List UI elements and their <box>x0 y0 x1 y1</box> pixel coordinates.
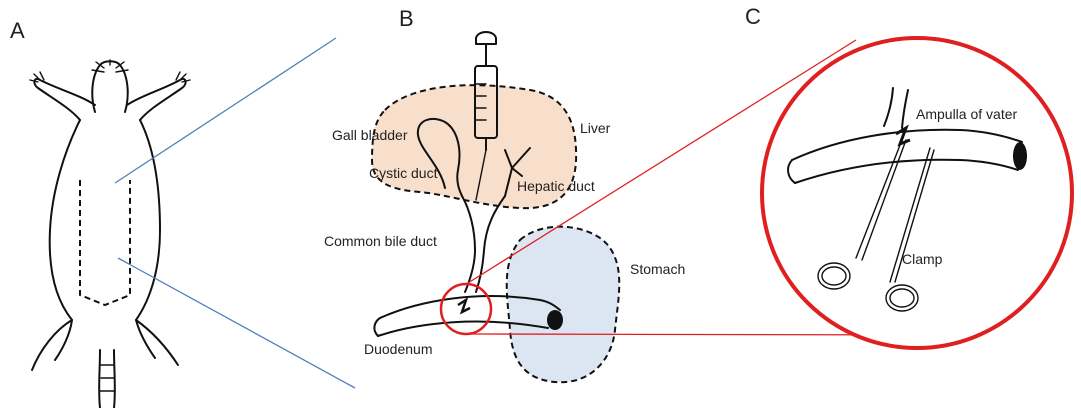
mouse-left-forelimb <box>34 79 95 120</box>
common-bile-duct-left-wall <box>462 196 475 292</box>
label-clamp: Clamp <box>902 251 943 267</box>
label-ampulla-of-vater: Ampulla of vater <box>916 106 1017 122</box>
duodenum-magnified-lumen <box>1013 142 1027 170</box>
mouse-right-hindlimb <box>136 320 178 365</box>
label-liver: Liver <box>580 120 611 136</box>
duodenum-lumen <box>547 310 563 330</box>
label-hepatic-duct: Hepatic duct <box>517 178 595 194</box>
panel-c-letter: C <box>745 4 761 29</box>
panel-a-letter: A <box>10 18 25 43</box>
panel-b: B Gall bladder Liver Cys <box>324 6 685 382</box>
common-bile-duct-right-wall <box>476 196 505 292</box>
zoom-line-a-top <box>115 38 336 183</box>
mouse-body-outline <box>30 60 190 408</box>
label-gall-bladder: Gall bladder <box>332 127 408 143</box>
label-cystic-duct: Cystic duct <box>369 165 438 181</box>
duodenum-end <box>374 318 380 336</box>
mouse-whiskers <box>92 60 128 72</box>
mouse-right-forelimb <box>127 79 186 120</box>
mouse-torso-right <box>136 120 160 320</box>
panel-a: A <box>10 18 190 408</box>
panel-b-letter: B <box>399 6 414 31</box>
mouse-torso-left <box>50 120 80 320</box>
ampulla-mark-b <box>458 300 470 312</box>
mouse-tail <box>99 350 115 408</box>
incision-outline <box>80 180 130 305</box>
panel-c: C Ampulla of vater Clamp <box>745 4 1072 348</box>
label-stomach: Stomach <box>630 261 685 277</box>
stomach-region <box>507 227 620 383</box>
mouse-tail-rings <box>100 365 115 391</box>
label-common-bile-duct: Common bile duct <box>324 233 437 249</box>
zoom-line-a-bottom <box>118 258 355 388</box>
mouse-left-hindlimb <box>32 320 72 370</box>
mouse-head <box>92 61 127 112</box>
label-duodenum: Duodenum <box>364 341 433 357</box>
